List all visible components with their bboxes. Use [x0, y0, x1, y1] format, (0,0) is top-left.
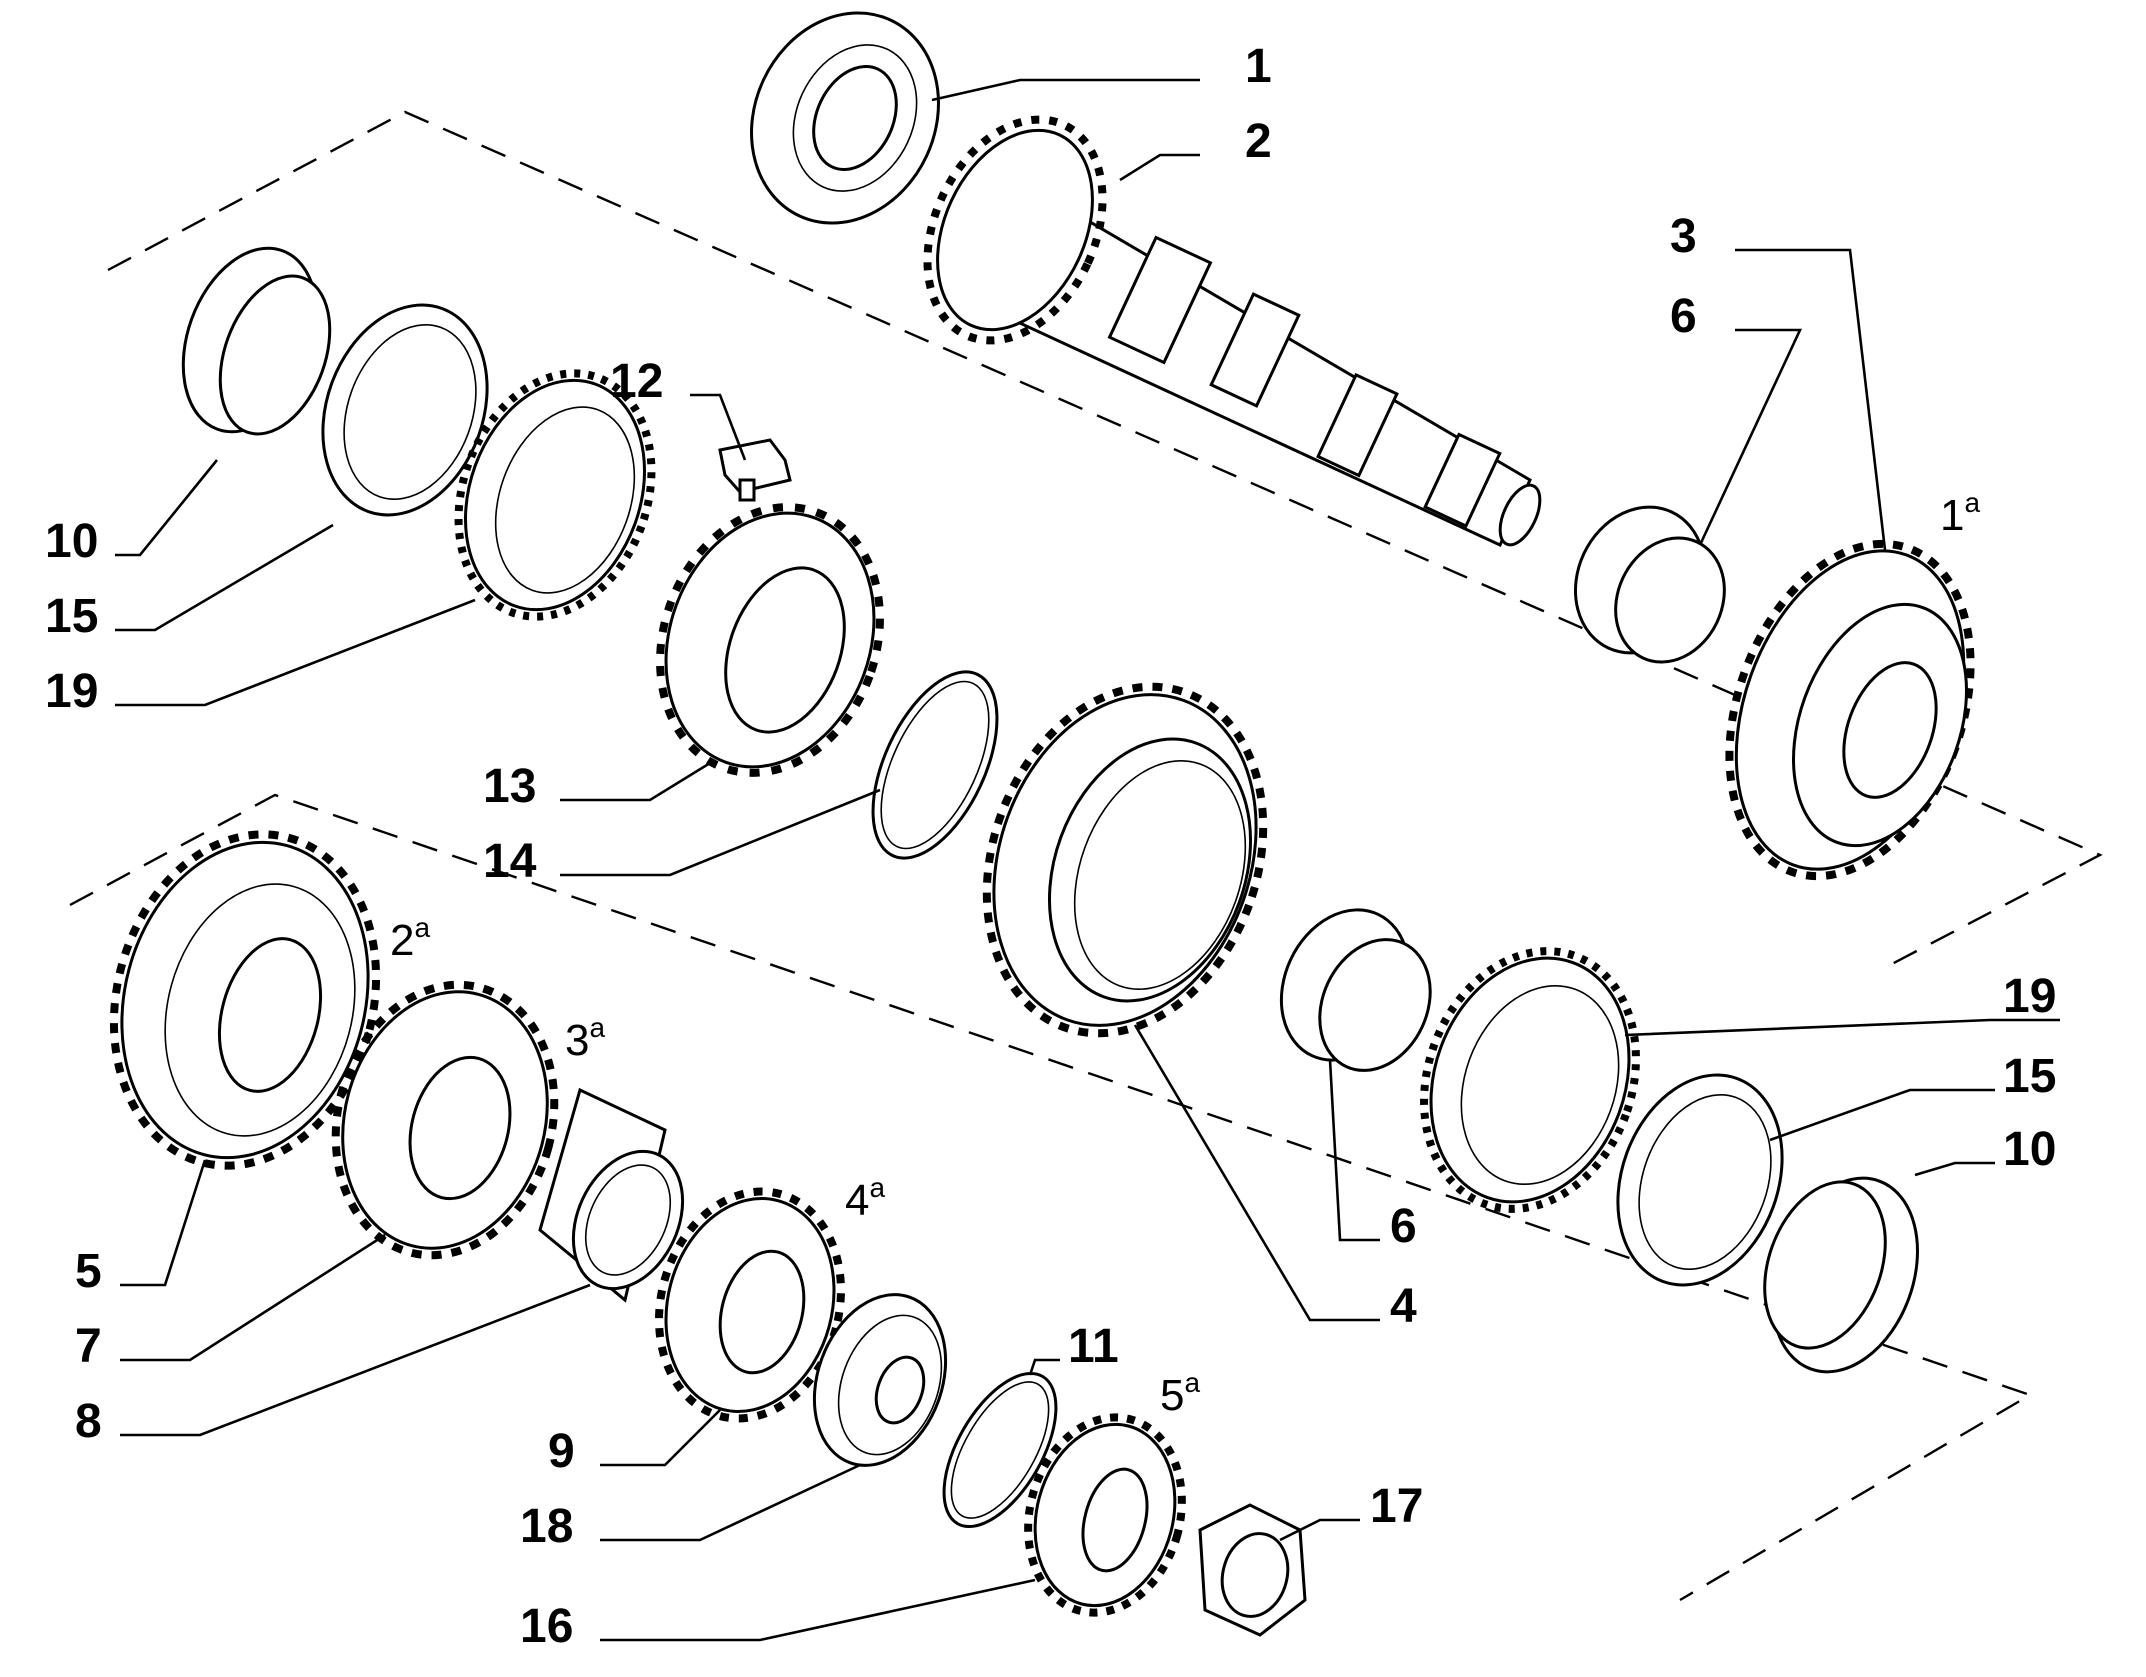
synchro-ring-19-lower [1420, 947, 1640, 1213]
callout-19-upper: 19 [45, 665, 98, 718]
callout-14: 14 [483, 835, 537, 888]
gear-label-2: 2a [390, 912, 430, 965]
gear-label-5: 5a [1160, 1367, 1200, 1420]
snap-ring-11 [942, 1371, 1058, 1529]
callout-12: 12 [610, 355, 663, 408]
shift-key-12 [718, 438, 792, 502]
callout-18: 18 [520, 1500, 573, 1553]
leader-lines [115, 78, 2060, 1642]
nut-17 [1198, 1503, 1307, 1637]
bearing-1 [750, 11, 940, 225]
callout-15-lower: 15 [2003, 1050, 2056, 1103]
callout-5: 5 [75, 1245, 102, 1298]
synchro-hub-13 [656, 503, 884, 777]
group-frame-upper [107, 110, 2103, 967]
group-frame-lower [69, 793, 2033, 1602]
callout-numbers: 1 2 3 6 12 10 15 19 13 14 19 15 10 6 4 5… [45, 40, 2056, 1653]
synchro-ring-19-upper [454, 369, 656, 621]
callout-1: 1 [1245, 40, 1272, 93]
main-shaft-2 [923, 115, 1542, 547]
gear-order-labels: 1a 2a 3a 4a 5a [390, 487, 1980, 1420]
gear-9-fourth [655, 1187, 845, 1423]
callout-11: 11 [1068, 1320, 1119, 1373]
ring-15-upper [321, 303, 489, 517]
gear-label-4: 4a [845, 1172, 885, 1225]
spacer-sleeve-8 [538, 1087, 685, 1303]
callout-6-lower: 6 [1390, 1200, 1417, 1253]
callout-3: 3 [1670, 210, 1697, 263]
callout-10-upper: 10 [45, 515, 98, 568]
gear-3-first [1725, 539, 1975, 881]
callout-7: 7 [75, 1320, 102, 1373]
callout-6-upper: 6 [1670, 290, 1697, 343]
gear-label-3: 3a [565, 1012, 605, 1065]
callout-19-lower: 19 [2003, 970, 2056, 1023]
ring-15-lower [1616, 1073, 1784, 1287]
gear-label-1: 1a [1940, 487, 1980, 540]
callout-2: 2 [1245, 115, 1272, 168]
callout-10-lower: 10 [2003, 1123, 2056, 1176]
callout-15-upper: 15 [45, 590, 98, 643]
gear-5-second [109, 830, 381, 1170]
needle-bearing-6-lower [1279, 908, 1432, 1072]
snap-ring-14 [871, 670, 999, 860]
synchro-cone-10-upper [181, 246, 332, 436]
callout-8: 8 [75, 1395, 102, 1448]
bearing-plate-18 [812, 1293, 948, 1467]
callout-13: 13 [483, 760, 536, 813]
gear-7-third [331, 980, 559, 1260]
callout-4: 4 [1390, 1280, 1417, 1333]
needle-bearing-6-upper [1573, 505, 1726, 664]
callout-9: 9 [548, 1425, 575, 1478]
synchro-cone-10-lower [1763, 1176, 1919, 1374]
sliding-sleeve-4 [982, 682, 1268, 1038]
callout-17: 17 [1370, 1480, 1423, 1533]
gear-16-fifth [1024, 1413, 1186, 1617]
callout-16: 16 [520, 1600, 573, 1653]
